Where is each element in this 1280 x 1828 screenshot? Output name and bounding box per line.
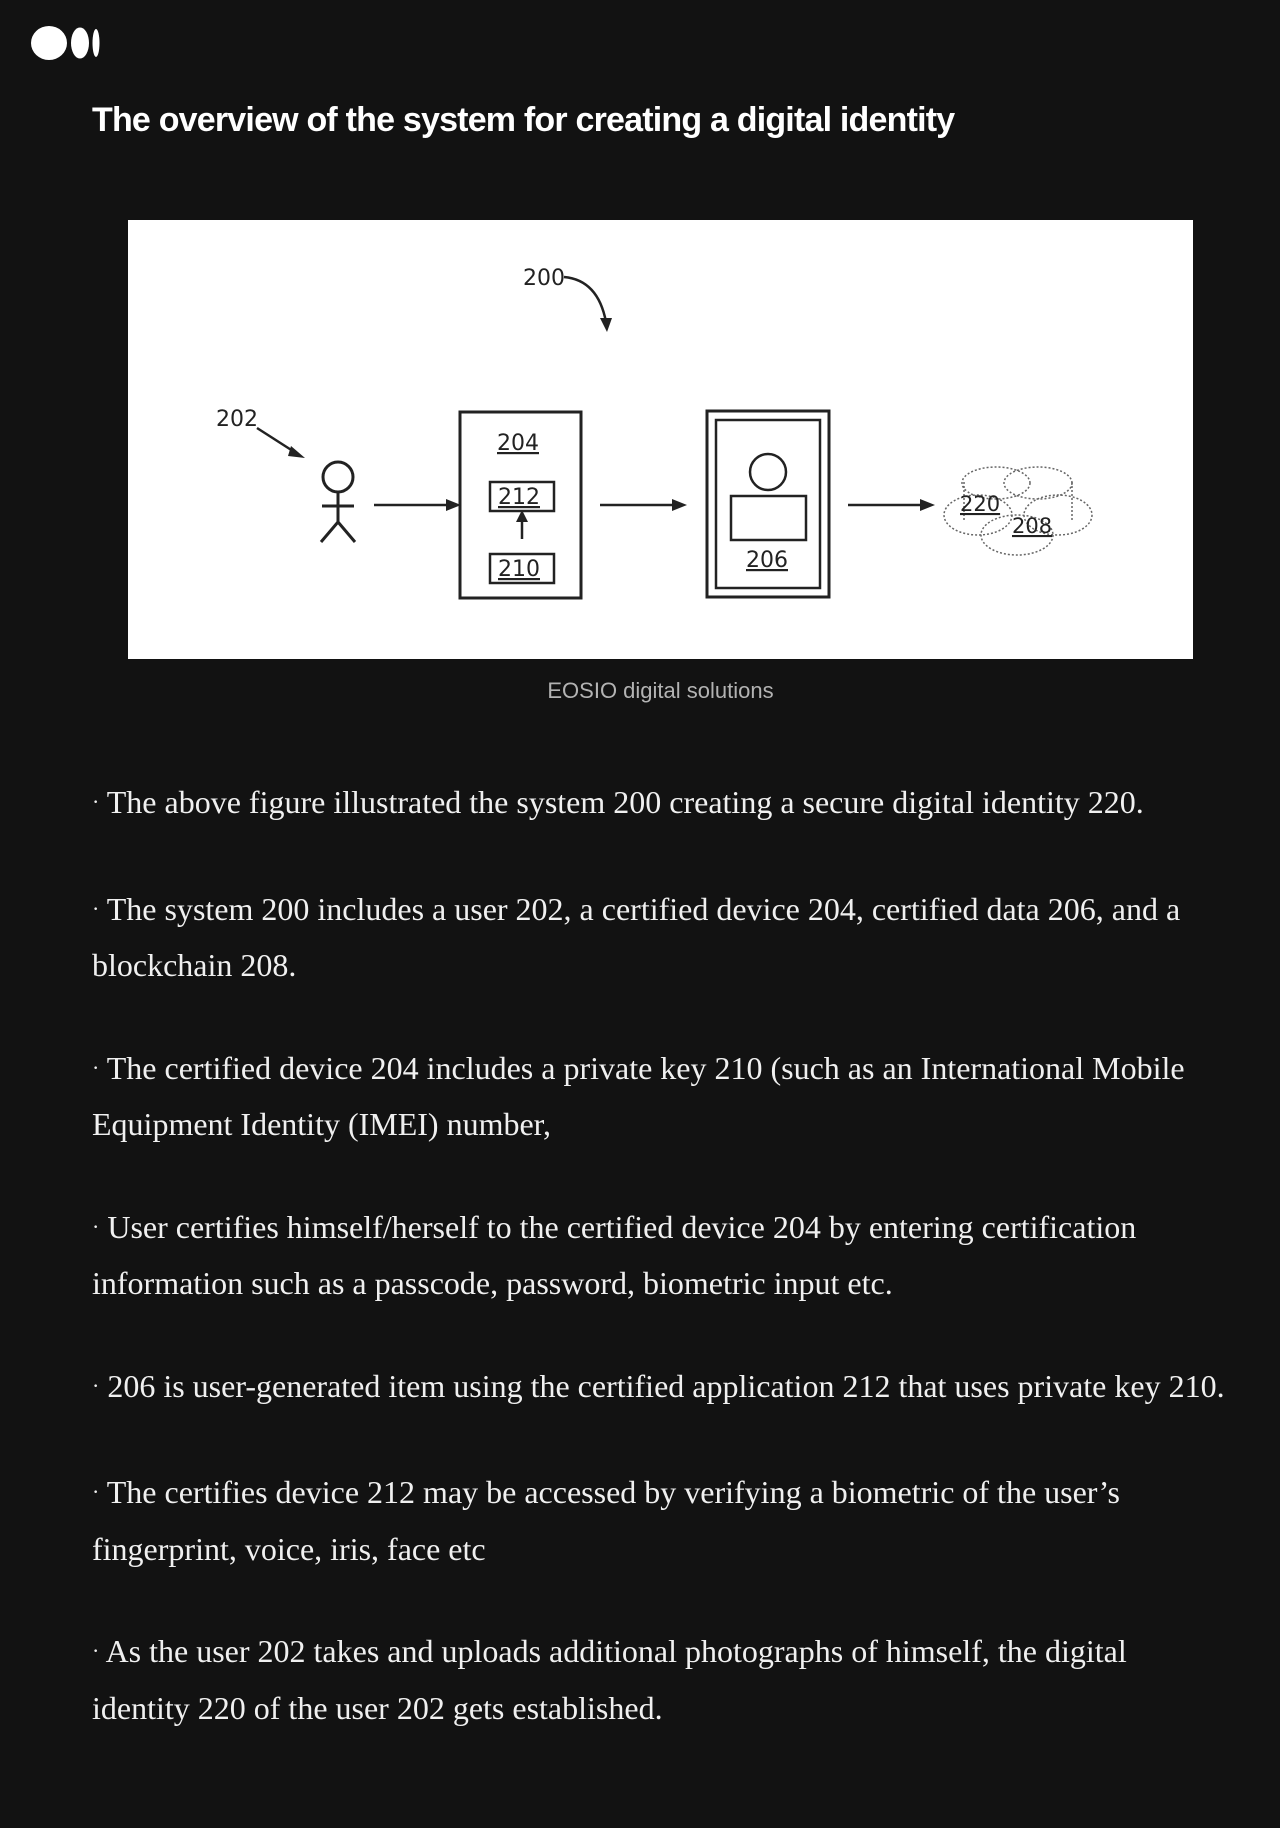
medium-logo-icon[interactable]: [30, 26, 106, 60]
paragraph: · As the user 202 takes and uploads addi…: [92, 1633, 1127, 1726]
paragraph: · The above figure illustrated the syste…: [92, 784, 1144, 820]
bullet: ·: [92, 1054, 100, 1080]
certified-device-box: [458, 410, 583, 600]
label-200: 200: [523, 266, 565, 291]
paragraph: · The system 200 includes a user 202, a …: [92, 890, 1181, 984]
paragraph: · The certifies device 212 may be access…: [92, 1474, 1120, 1567]
label-212: 212: [498, 485, 540, 510]
label-202: 202: [216, 407, 258, 432]
bullet: ·: [92, 1638, 100, 1663]
paragraph: · User certifies himself/herself to the …: [92, 1208, 1137, 1302]
figure-caption: EOSIO digital solutions: [547, 678, 774, 703]
bullet: ·: [92, 1213, 100, 1239]
paragraph: · The certified device 204 includes a pr…: [92, 1049, 1185, 1143]
label-210: 210: [498, 557, 540, 582]
bullet: ·: [92, 789, 100, 814]
bullet: ·: [92, 1372, 100, 1398]
label-204: 204: [497, 431, 539, 456]
system-diagram-figure: 200 202 204 212 210: [128, 220, 1193, 659]
article-body: · The above figure illustrated the syste…: [92, 776, 1232, 1784]
label-220: 220: [960, 492, 1000, 516]
bullet: ·: [92, 895, 100, 921]
bullet: ·: [92, 1479, 100, 1504]
blockchain-cloud: [943, 466, 1093, 556]
label-206: 206: [746, 548, 788, 573]
page-title: The overview of the system for creating …: [92, 101, 955, 139]
label-208: 208: [1012, 514, 1052, 538]
paragraph: · 206 is user-generated item using the c…: [92, 1367, 1225, 1404]
certified-data-frame: [705, 409, 831, 599]
user-stick-figure: [319, 460, 357, 543]
